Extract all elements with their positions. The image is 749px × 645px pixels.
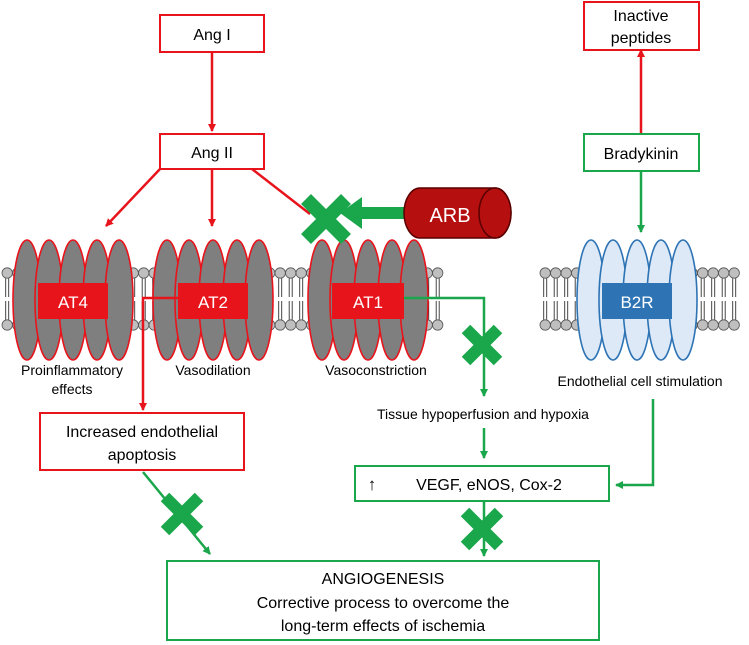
increase-arrow: ↑ [368, 475, 377, 494]
apoptosis-line-1: Increased endothelial [66, 424, 218, 441]
arb-cylinder [403, 187, 512, 239]
inactive-line-1: Inactive [613, 8, 668, 25]
receptor-helix [668, 239, 698, 361]
ang2-text: Ang II [191, 145, 233, 162]
inactive-line-2: peptides [611, 30, 672, 47]
arb-block-arrowhead [340, 197, 362, 229]
ang2-box [159, 133, 265, 170]
at2-label: AT2 [198, 293, 228, 312]
arrow-at2-to-apoptosis [139, 296, 178, 411]
block-x-vegf [460, 507, 504, 551]
arrow-at1-to-hypoperfusion [404, 296, 488, 397]
hypoperfusion-label: Tissue hypoperfusion and hypoxia [377, 406, 589, 422]
apoptosis-line-2: apoptosis [108, 447, 177, 464]
inactive-peptides-box [583, 1, 700, 51]
lipid [697, 267, 709, 331]
proinflammatory-line-1: Proinflammatory [21, 362, 123, 378]
at2-label-box [178, 283, 248, 319]
bradykinin-text: Bradykinin [604, 146, 679, 163]
proinflammatory-line-2: effects [52, 381, 93, 397]
lipid [432, 267, 444, 331]
vegf-box [354, 465, 610, 502]
ang1-box [159, 14, 265, 53]
arrow-stimulation-to-vegf [615, 399, 655, 489]
lipid [550, 267, 562, 331]
vasodilation-label: Vasodilation [175, 362, 250, 378]
arb-label: ARB [429, 205, 470, 227]
at4-label-box [38, 283, 108, 319]
arrow-ang2-to-at1 [251, 168, 311, 215]
b2r-label: B2R [620, 293, 653, 312]
at4-label: AT4 [58, 293, 88, 312]
angiogenesis-line-2: long-term effects of ischemia [281, 618, 485, 635]
block-x-apoptosis [160, 492, 204, 536]
b2r-label-box [602, 283, 672, 319]
endothelial-stimulation-label: Endothelial cell stimulation [558, 373, 723, 389]
block-x-at1 [461, 324, 503, 366]
arrow-ang2-to-at4 [105, 168, 161, 227]
lipid [295, 267, 307, 331]
vegf-text: VEGF, eNOS, Cox-2 [416, 477, 562, 494]
angiogenesis-box [166, 560, 600, 641]
apoptosis-box [39, 412, 245, 471]
receptor-helix [104, 239, 134, 361]
lipid [1, 267, 13, 331]
at1-label: AT1 [353, 293, 383, 312]
ang1-text: Ang I [193, 27, 230, 44]
angiogenesis-line-1: Corrective process to overcome the [257, 595, 510, 612]
receptor-helix [244, 239, 274, 361]
vasoconstriction-label: Vasoconstriction [325, 362, 427, 378]
block-x-arb [301, 194, 351, 244]
angiogenesis-title: ANGIOGENESIS [322, 571, 445, 588]
lipid [728, 267, 740, 331]
lipid [285, 267, 297, 331]
bradykinin-box [583, 133, 700, 172]
at1-label-box [332, 283, 404, 319]
receptor-helix [399, 239, 429, 361]
lipid [707, 267, 719, 331]
lipid [718, 267, 730, 331]
